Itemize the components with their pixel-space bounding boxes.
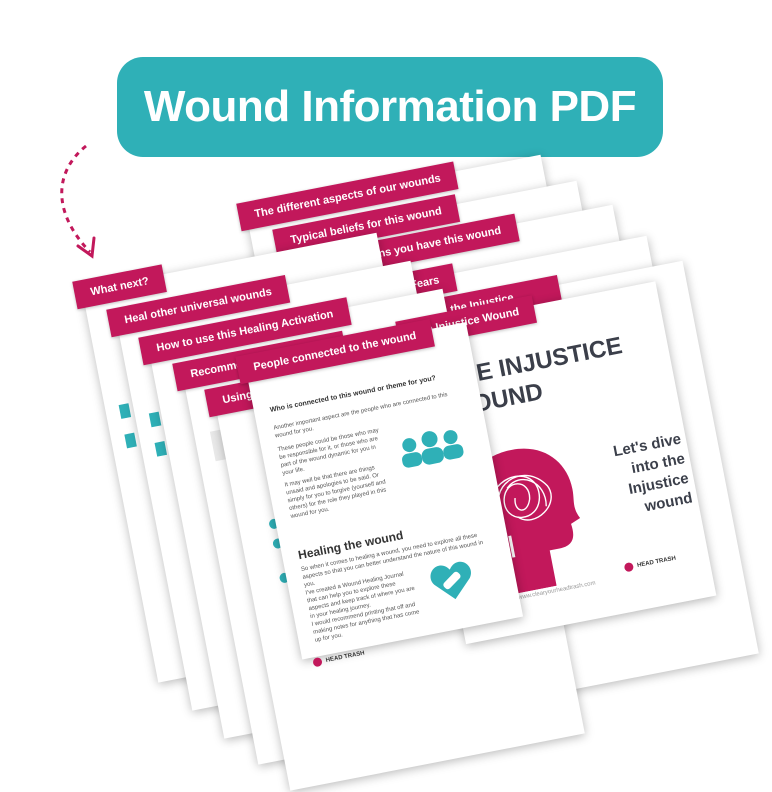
logo-icon — [312, 656, 323, 668]
title-banner: Wound Information PDF — [117, 57, 663, 157]
people-icon — [402, 430, 464, 468]
teal-graphic — [118, 403, 132, 419]
logo-icon — [623, 561, 635, 573]
front-page: People connected to the wound Who is con… — [235, 319, 524, 668]
curved-arrow-icon — [60, 144, 96, 259]
teal-graphic — [154, 441, 168, 457]
page-title: Wound Information PDF — [143, 82, 637, 131]
cover-subtitle: Let's dive into the Injustice wound — [571, 430, 694, 530]
logo-text: HEAD TRASH — [636, 555, 677, 569]
teal-graphic — [124, 432, 137, 449]
bandaged-heart-icon — [430, 561, 471, 600]
logo: HEAD TRASH — [623, 554, 677, 573]
teal-graphic — [148, 411, 162, 428]
pdf-page-stack: The different aspects of our wounds Typi… — [72, 161, 694, 668]
